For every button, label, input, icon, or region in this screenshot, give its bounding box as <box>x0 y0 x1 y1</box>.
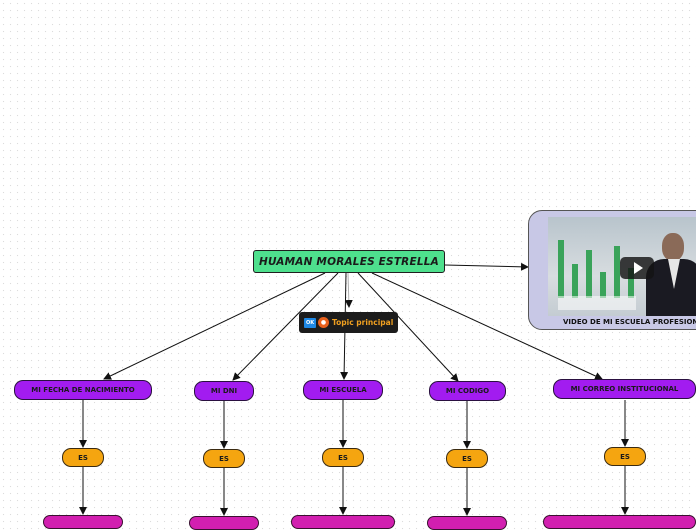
topic-principal-badge[interactable]: OK ● Topic principal <box>299 312 398 333</box>
link-central-to-branch-2 <box>232 272 339 381</box>
connector-label: ES <box>219 454 229 463</box>
branch-label: MI FECHA DE NACIMIENTO <box>31 386 135 394</box>
topic-principal-label: Topic principal <box>332 318 394 327</box>
connector-label: ES <box>462 454 472 463</box>
branch-node-dni[interactable]: MI DNI <box>194 381 254 401</box>
leaf-node[interactable] <box>543 515 696 529</box>
background-graphic <box>572 264 578 298</box>
branch-node-escuela[interactable]: MI ESCUELA <box>303 380 383 400</box>
central-topic-label: HUAMAN MORALES ESTRELLA <box>259 255 439 268</box>
branch-label: MI CODIGO <box>445 387 490 395</box>
video-thumbnail[interactable] <box>548 217 696 316</box>
leaf-node[interactable] <box>43 515 123 529</box>
connector-label: ES <box>620 452 630 461</box>
flame-icon: ● <box>318 317 329 328</box>
link-central-to-branch-4 <box>357 272 459 382</box>
connector-node-es[interactable]: ES <box>446 449 488 468</box>
background-graphic <box>600 272 606 298</box>
video-card[interactable]: VIDEO DE MI ESCUELA PROFESIONAL <box>528 210 696 330</box>
branch-label: MI CORREO INSTITUCIONAL <box>570 385 679 393</box>
branch-label: MI ESCUELA <box>319 386 367 394</box>
branch-label: MI DNI <box>210 387 238 395</box>
background-graphic <box>628 268 634 298</box>
branch-node-correo-institucional[interactable]: MI CORREO INSTITUCIONAL <box>553 379 696 399</box>
connector-node-es[interactable]: ES <box>322 448 364 467</box>
background-graphic <box>614 246 620 298</box>
link-central-to-topic <box>344 272 353 308</box>
background-graphic <box>558 240 564 298</box>
connector-node-es[interactable]: ES <box>62 448 104 467</box>
link-central-to-branch-1 <box>103 272 326 380</box>
leaf-node[interactable] <box>291 515 395 529</box>
link-central-to-branch-5 <box>371 272 603 380</box>
speaker-figure <box>646 227 696 316</box>
branch-node-codigo[interactable]: MI CODIGO <box>429 381 506 401</box>
connector-node-es[interactable]: ES <box>604 447 646 466</box>
leaf-node[interactable] <box>427 516 507 530</box>
link-central-to-video <box>444 262 529 271</box>
background-graphic <box>586 250 592 298</box>
central-topic[interactable]: HUAMAN MORALES ESTRELLA <box>253 250 445 273</box>
leaf-node[interactable] <box>189 516 259 530</box>
connector-label: ES <box>338 453 348 462</box>
lower-third-overlay <box>558 296 636 310</box>
play-icon[interactable] <box>620 257 654 279</box>
video-caption: VIDEO DE MI ESCUELA PROFESIONAL <box>563 318 696 326</box>
ok-icon: OK <box>304 317 316 328</box>
connector-label: ES <box>78 453 88 462</box>
branch-node-fecha-nacimiento[interactable]: MI FECHA DE NACIMIENTO <box>14 380 152 400</box>
connector-node-es[interactable]: ES <box>203 449 245 468</box>
